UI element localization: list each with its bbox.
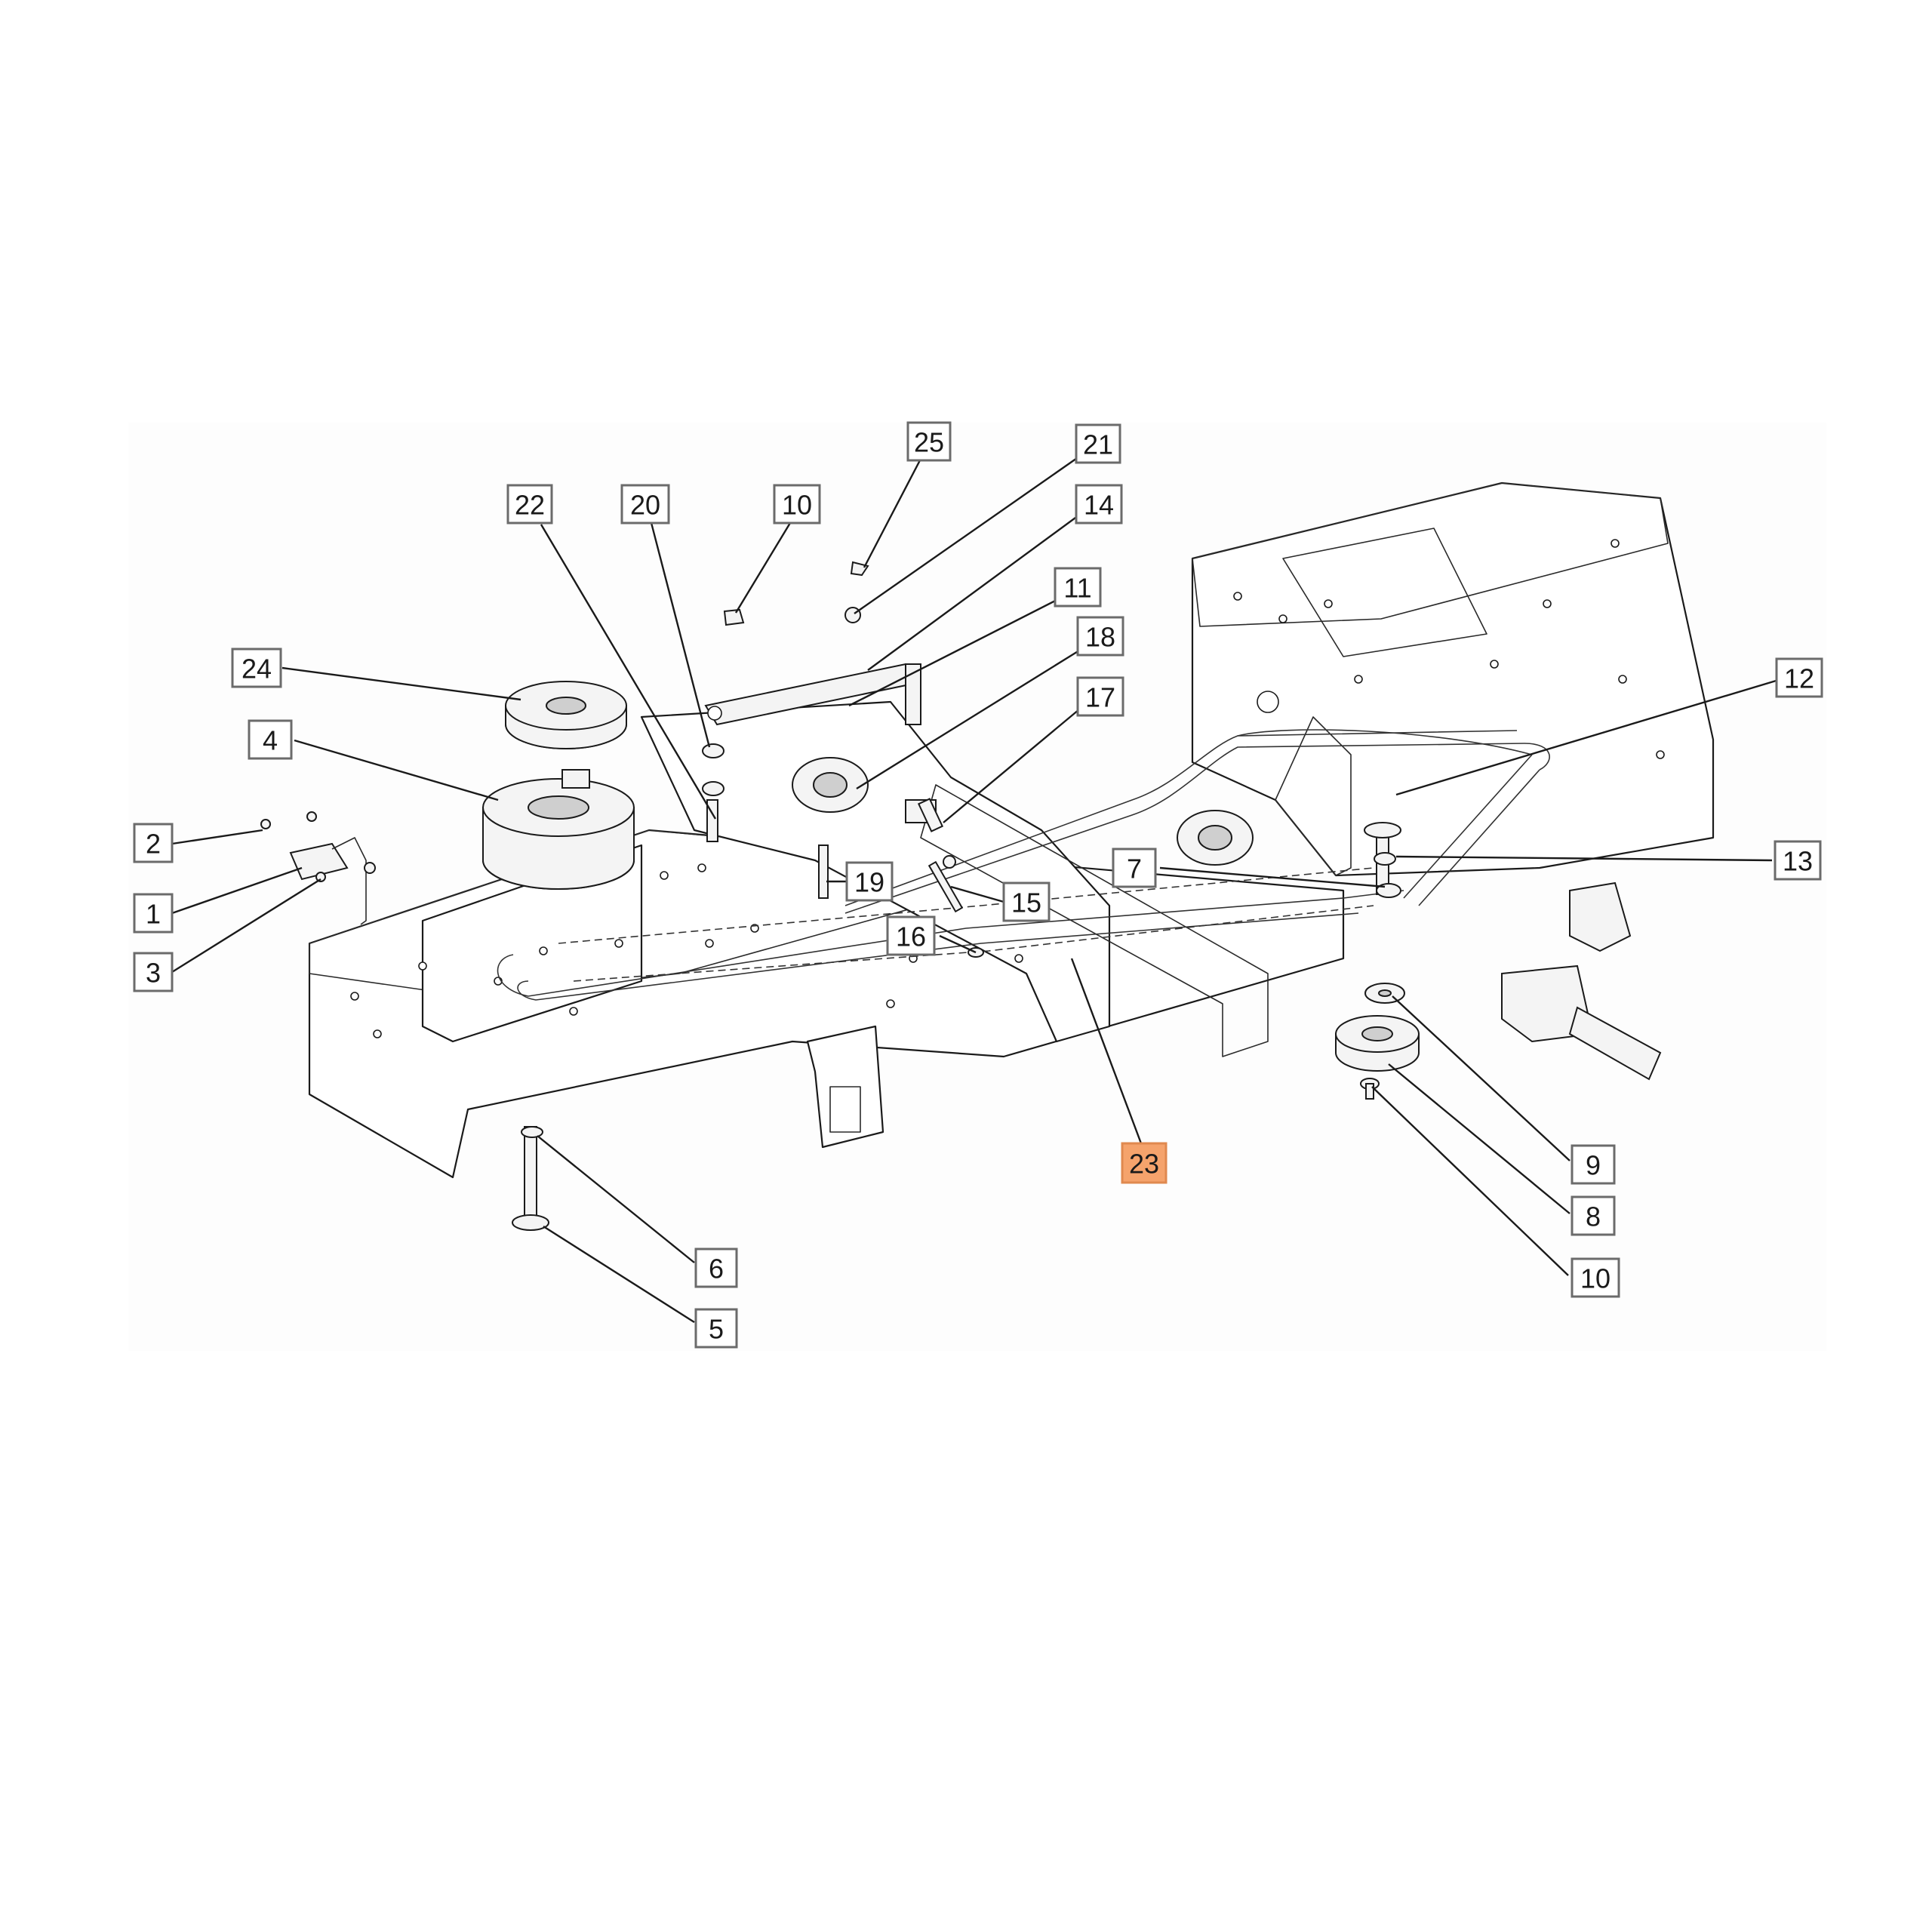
callout-22-label: 22 bbox=[515, 490, 545, 521]
callout-14[interactable]: 14 bbox=[1075, 484, 1123, 525]
callout-12[interactable]: 12 bbox=[1775, 657, 1823, 698]
pulley-24-drawing bbox=[505, 681, 627, 749]
callout-11-label: 11 bbox=[1063, 573, 1091, 604]
callout-15-label: 15 bbox=[1011, 888, 1041, 918]
callout-24-label: 24 bbox=[242, 654, 272, 685]
callout-8[interactable]: 8 bbox=[1571, 1195, 1616, 1236]
callout-5[interactable]: 5 bbox=[694, 1308, 738, 1349]
callout-17-label: 17 bbox=[1085, 682, 1115, 713]
callout-11[interactable]: 11 bbox=[1054, 567, 1102, 608]
callout-20[interactable]: 20 bbox=[620, 484, 670, 525]
callout-9[interactable]: 9 bbox=[1571, 1144, 1616, 1185]
callout-20-label: 20 bbox=[630, 490, 660, 521]
callout-10-lower[interactable]: 10 bbox=[1571, 1257, 1620, 1298]
callout-22[interactable]: 22 bbox=[506, 484, 553, 525]
callout-10-upper-label: 10 bbox=[782, 490, 812, 521]
callout-7[interactable]: 7 bbox=[1112, 848, 1157, 888]
callout-12-label: 12 bbox=[1784, 663, 1814, 694]
callout-25-label: 25 bbox=[914, 427, 944, 458]
idler-pulley-drawing bbox=[1177, 810, 1254, 866]
callout-25[interactable]: 25 bbox=[906, 421, 952, 462]
callout-16-label: 16 bbox=[896, 921, 926, 952]
chassis-drawing bbox=[128, 423, 1826, 1351]
callout-24[interactable]: 24 bbox=[231, 648, 282, 688]
callout-23-highlighted[interactable]: 23 bbox=[1121, 1142, 1168, 1184]
callout-6-label: 6 bbox=[709, 1254, 724, 1284]
washer-9-drawing bbox=[1364, 983, 1405, 1004]
callout-15[interactable]: 15 bbox=[1002, 881, 1051, 922]
callout-5-label: 5 bbox=[709, 1314, 724, 1345]
callout-21-label: 21 bbox=[1083, 429, 1113, 460]
callout-4[interactable]: 4 bbox=[248, 719, 293, 760]
pulley-8-drawing bbox=[1335, 1015, 1420, 1072]
callout-7-label: 7 bbox=[1127, 854, 1142, 884]
callout-14-label: 14 bbox=[1084, 490, 1114, 521]
bolt-10-lower-drawing bbox=[1360, 1078, 1380, 1100]
callout-19[interactable]: 19 bbox=[845, 861, 894, 902]
callout-13[interactable]: 13 bbox=[1774, 840, 1822, 881]
callout-19-label: 19 bbox=[854, 867, 884, 898]
electric-clutch-drawing bbox=[482, 769, 635, 890]
callout-3-label: 3 bbox=[146, 958, 161, 989]
callout-2[interactable]: 2 bbox=[133, 823, 174, 863]
callout-labels: 25 21 22 20 10 14 11 18 bbox=[133, 421, 1823, 1349]
leader-lines bbox=[171, 451, 1789, 1324]
callout-13-label: 13 bbox=[1783, 846, 1813, 877]
callout-10-upper[interactable]: 10 bbox=[773, 484, 821, 525]
idler-pulley-18-drawing bbox=[792, 757, 869, 813]
callout-23-label: 23 bbox=[1129, 1149, 1159, 1180]
callout-1[interactable]: 1 bbox=[133, 893, 174, 934]
callout-18-label: 18 bbox=[1085, 622, 1115, 653]
callout-18[interactable]: 18 bbox=[1076, 616, 1124, 657]
callout-8-label: 8 bbox=[1586, 1201, 1601, 1232]
callout-3[interactable]: 3 bbox=[133, 952, 174, 992]
callout-4-label: 4 bbox=[263, 725, 278, 756]
callout-21[interactable]: 21 bbox=[1075, 423, 1121, 464]
callout-17[interactable]: 17 bbox=[1076, 676, 1124, 717]
callout-9-label: 9 bbox=[1586, 1150, 1601, 1181]
callout-2-label: 2 bbox=[146, 829, 161, 860]
callout-1-label: 1 bbox=[146, 899, 161, 930]
transaxle-drawing bbox=[1501, 881, 1662, 1081]
callout-16[interactable]: 16 bbox=[886, 915, 936, 956]
callout-10-lower-label: 10 bbox=[1580, 1263, 1611, 1294]
callout-6[interactable]: 6 bbox=[694, 1247, 738, 1288]
